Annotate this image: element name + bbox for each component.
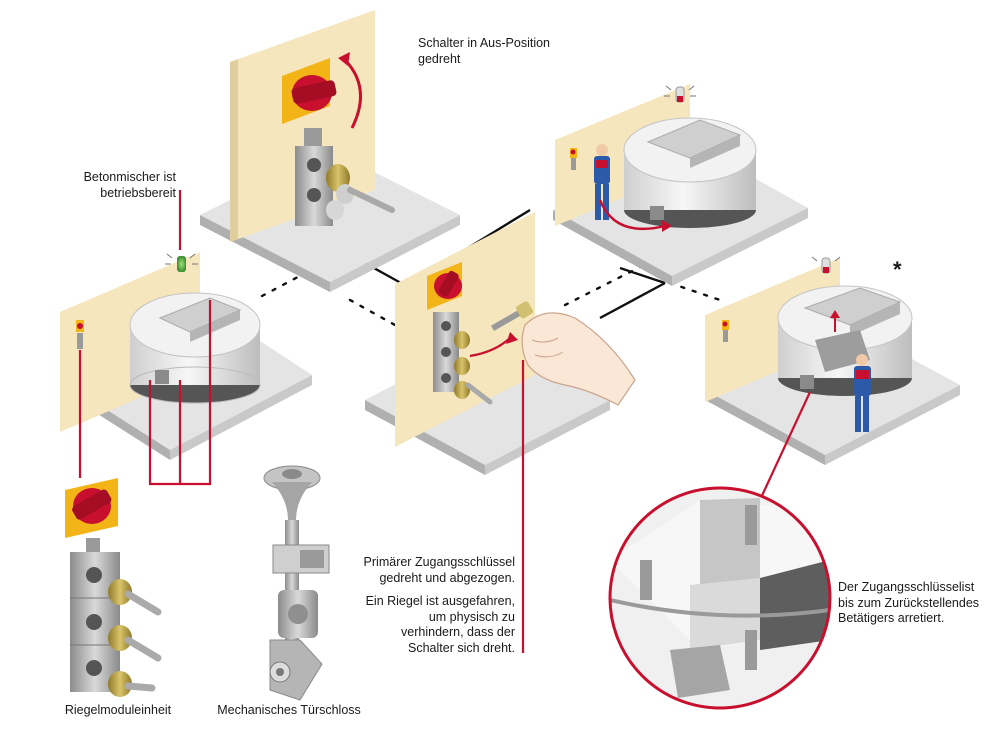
- scene-switch-off: [200, 10, 460, 292]
- worker-figure-2: [854, 354, 871, 432]
- label-mixer-ready: Betonmischer ist betriebsbereit: [83, 170, 176, 200]
- door-lock-illustration: [263, 465, 330, 701]
- scene-key-removed: [365, 212, 636, 653]
- scene-mixer-ready: [60, 190, 312, 486]
- label-door-lock: Mechanisches Türschloss: [217, 703, 361, 717]
- zoom-detail-circle: [608, 486, 832, 710]
- scene-worker-lockout: [553, 84, 808, 286]
- label-switch-off: Schalter in Aus-Position gedreht: [418, 36, 551, 66]
- worker-figure: [594, 144, 610, 220]
- label-bolt-module-unit: Riegelmoduleinheit: [64, 703, 172, 717]
- scene-door-open: [705, 256, 960, 501]
- label-key-locked: Der Zugangsschlüsselist bis zum Zurückst…: [838, 580, 980, 625]
- label-key-removed: Primärer Zugangsschlüssel gedreht und ab…: [363, 555, 515, 585]
- asterisk-marker: *: [893, 257, 902, 282]
- bolt-module-unit-illustration: [65, 478, 162, 697]
- label-bolt-extended: Ein Riegel ist ausgefahren, um physisch …: [365, 594, 515, 655]
